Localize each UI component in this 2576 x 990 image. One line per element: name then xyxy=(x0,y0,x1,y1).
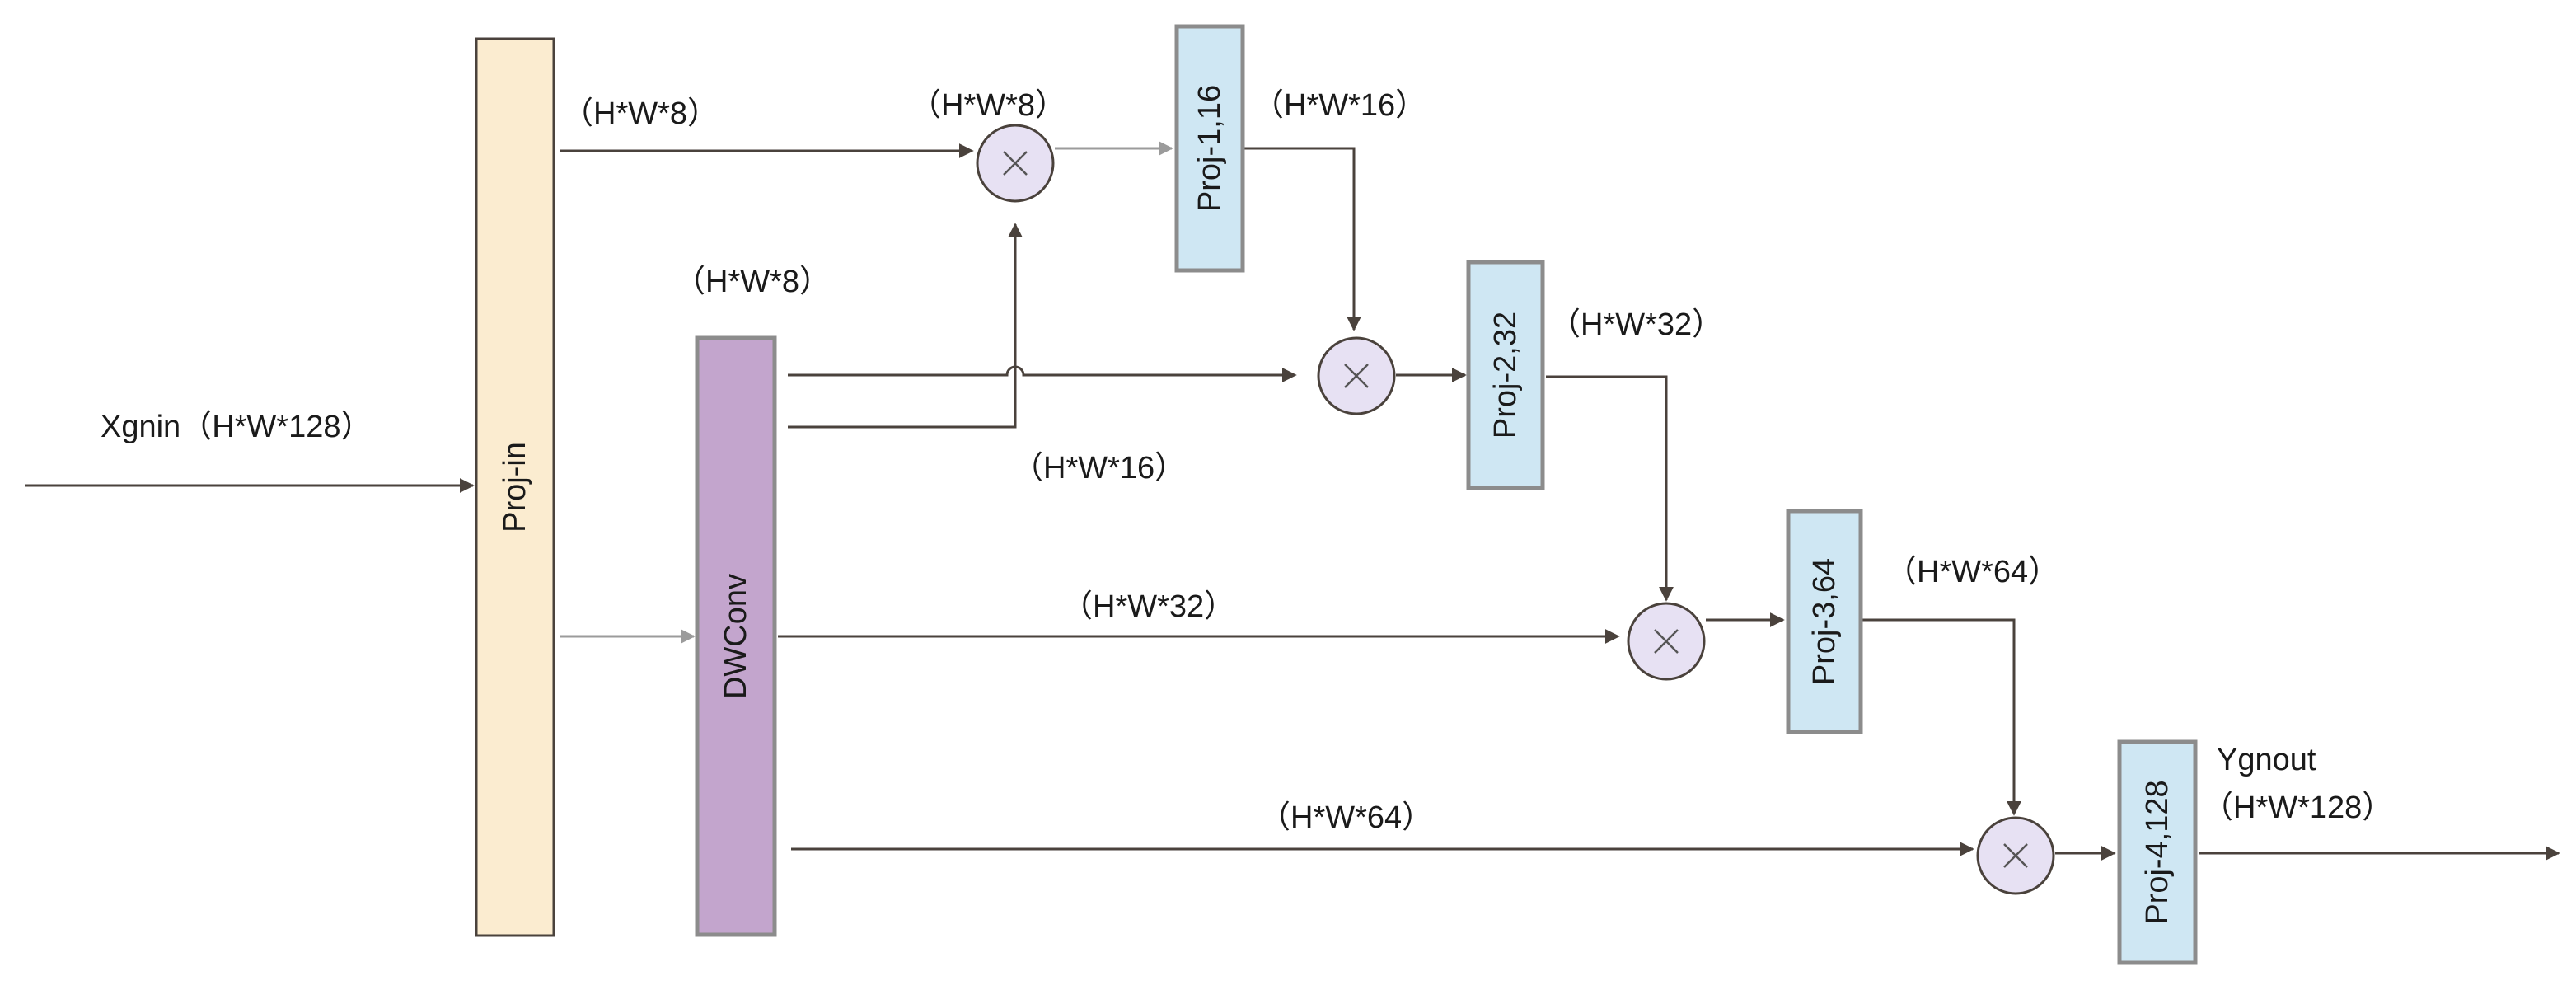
dwconv-hw16-dim-label: （H*W*16） xyxy=(1012,451,1186,486)
multiply-circle-icon xyxy=(1627,602,1706,681)
top-branch-dim-label: （H*W*8） xyxy=(562,96,719,131)
edge-proj1-to-mul2 xyxy=(1244,147,1361,331)
proj1-label: Proj-1,16 xyxy=(1192,85,1227,212)
proj2-output-dim-label: （H*W*32） xyxy=(1549,307,1723,342)
proj-in-block: Proj-in xyxy=(475,37,555,937)
proj3-output-dim-label: （H*W*64） xyxy=(1885,555,2059,589)
output-dim-label: （H*W*128） xyxy=(2202,791,2393,825)
output-name-label: Ygnout xyxy=(2217,743,2316,777)
edge-dwconv-to-mul2 xyxy=(788,365,1297,382)
multiply-circle-icon xyxy=(1976,816,2055,895)
mul1-dim-label: （H*W*8） xyxy=(910,88,1066,123)
proj2-label: Proj-2,32 xyxy=(1488,312,1523,439)
dwconv-hw32-dim-label: （H*W*32） xyxy=(1061,589,1235,624)
multiply-circle-icon xyxy=(1317,336,1396,415)
dwconv-label: DWConv xyxy=(719,574,753,699)
proj3-block: Proj-3,64 xyxy=(1786,509,1863,734)
proj2-block: Proj-2,32 xyxy=(1466,260,1545,490)
dwconv-hw64-dim-label: （H*W*64） xyxy=(1259,800,1433,835)
dwconv-hw8-dim-label: （H*W*8） xyxy=(674,265,831,299)
proj1-output-dim-label: （H*W*16） xyxy=(1253,88,1426,123)
edge-proj3-to-mul4 xyxy=(1862,618,2021,816)
proj4-block: Proj-4,128 xyxy=(2117,739,2198,965)
proj-in-label: Proj-in xyxy=(498,442,532,533)
proj1-block: Proj-1,16 xyxy=(1174,24,1245,273)
input-label: Xgnin（H*W*128） xyxy=(101,410,372,444)
proj3-label: Proj-3,64 xyxy=(1807,558,1842,685)
multiply-circle-icon xyxy=(976,124,1055,203)
dwconv-block: DWConv xyxy=(695,335,777,937)
edge-proj2-to-mul3 xyxy=(1546,375,1674,602)
edge-dwconv-to-mul1 xyxy=(788,223,1023,429)
proj4-label: Proj-4,128 xyxy=(2140,780,2175,924)
